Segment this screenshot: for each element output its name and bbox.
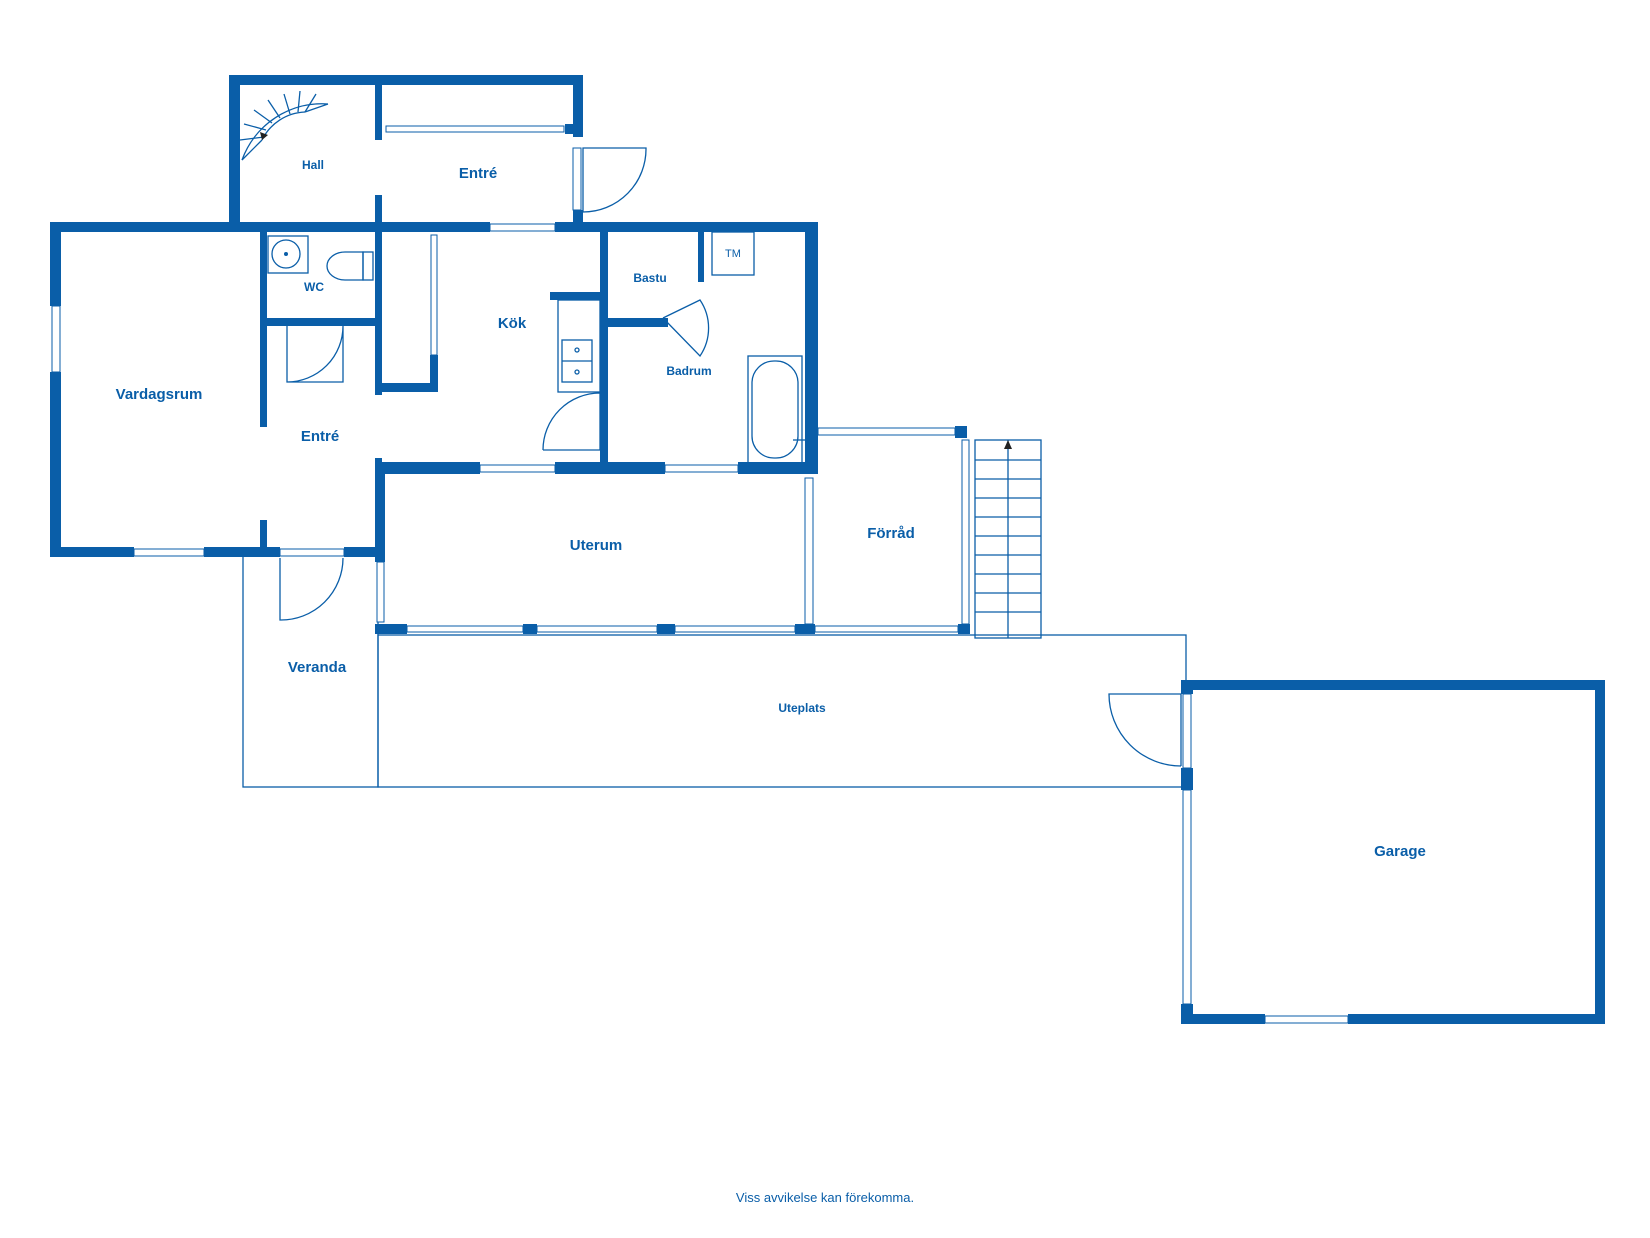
door-bastu <box>662 299 710 358</box>
label-bastu: Bastu <box>633 271 666 285</box>
label-hall: Hall <box>302 158 324 172</box>
door-garage <box>1108 693 1182 767</box>
door-entre-mid <box>286 325 344 383</box>
label-garage: Garage <box>1374 843 1426 860</box>
toilet-icon <box>326 251 364 281</box>
label-entre-top: Entré <box>459 165 497 182</box>
label-vardagsrum: Vardagsrum <box>116 386 203 403</box>
wc-sink-icon <box>267 235 309 274</box>
windows <box>51 125 1349 1024</box>
door-entre-top <box>582 147 647 213</box>
stair-steps <box>975 459 1041 613</box>
label-uteplats: Uteplats <box>778 701 826 715</box>
label-tm: TM <box>725 248 741 260</box>
stair-arrow-icon <box>1004 440 1012 449</box>
door-veranda <box>279 557 344 621</box>
tm-box <box>711 231 755 276</box>
walls <box>50 75 1605 1024</box>
bathtub-icon <box>747 355 803 464</box>
door-kok <box>542 392 601 451</box>
fixtures <box>239 90 805 464</box>
label-badrum: Badrum <box>666 364 711 378</box>
label-uterum: Uterum <box>570 537 623 554</box>
doors <box>279 147 1182 767</box>
label-forrad: Förråd <box>867 525 915 542</box>
label-veranda: Veranda <box>288 659 347 676</box>
spiral-stair-icon <box>239 90 329 161</box>
outdoor-outlines <box>242 439 1187 788</box>
label-wc: WC <box>304 280 324 294</box>
label-kok: Kök <box>498 315 527 332</box>
room-labels: Hall Entré WC Kök Bastu TM Badrum Vardag… <box>116 158 1426 860</box>
disclaimer-note: Viss avvikelse kan förekomma. <box>735 1190 915 1205</box>
label-entre-mid: Entré <box>301 428 339 445</box>
kitchen-counter <box>557 299 601 393</box>
